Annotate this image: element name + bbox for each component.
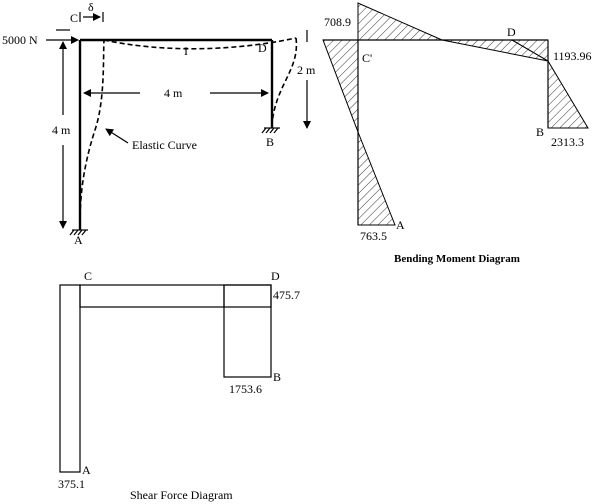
bmd-label-d: D (507, 25, 516, 39)
bmd-region-c-top (357, 2, 443, 41)
height-right-label: 2 m (297, 63, 316, 77)
sfd-value-ca: 375.1 (58, 477, 85, 491)
elastic-curve-column-a (79, 39, 105, 226)
bmd-label-b: B (536, 125, 544, 139)
bmd-region-a (357, 131, 396, 226)
frame-diagram: 5000 N δ C D A B I 4 m 4 m 2 m Elastic C… (2, 0, 316, 247)
sfd-value-cd: 475.7 (273, 288, 300, 302)
bending-moment-diagram: 708.9 C' D 1193.96 B 2313.3 A 763.5 Bend… (322, 2, 592, 265)
span-label: 4 m (164, 86, 183, 100)
fixed-support-a (69, 229, 88, 236)
sfd-column-db (223, 284, 272, 378)
fixed-support-b (261, 127, 280, 134)
joint-c-label: C (70, 11, 78, 25)
bmd-value-d: 1193.96 (553, 49, 592, 63)
bmd-label-c: C' (362, 51, 372, 65)
bmd-region-c-left (322, 39, 359, 133)
delta-label: δ (88, 0, 94, 14)
sfd-label-c: C (84, 269, 92, 283)
sfd-title: Shear Force Diagram (130, 488, 233, 502)
sfd-label-a: A (82, 463, 91, 477)
sfd-label-d: D (271, 269, 280, 283)
sfd-column-ca (59, 284, 81, 473)
elastic-curve-label: Elastic Curve (132, 138, 197, 152)
bmd-value-c: 708.9 (324, 15, 351, 29)
support-b-label: B (266, 135, 274, 149)
bmd-label-a: A (396, 218, 405, 232)
elastic-curve-beam (103, 37, 297, 50)
sfd-label-b: B (273, 370, 281, 384)
bmd-region-b (547, 59, 589, 129)
bmd-title: Bending Moment Diagram (394, 253, 520, 265)
height-left-label: 4 m (52, 123, 71, 137)
sfd-value-db: 1753.6 (229, 382, 262, 396)
shear-force-diagram: C D 475.7 B 1753.6 A 375.1 Shear Force D… (58, 269, 300, 502)
support-a-label: A (74, 233, 83, 247)
joint-d-label: D (258, 41, 267, 55)
inflection-label: I (184, 44, 188, 58)
elastic-curve-column-b (271, 37, 298, 126)
sfd-beam-cd (79, 284, 272, 308)
load-label: 5000 N (2, 33, 38, 47)
bmd-value-a: 763.5 (360, 229, 387, 243)
bmd-value-b: 2313.3 (551, 135, 584, 149)
